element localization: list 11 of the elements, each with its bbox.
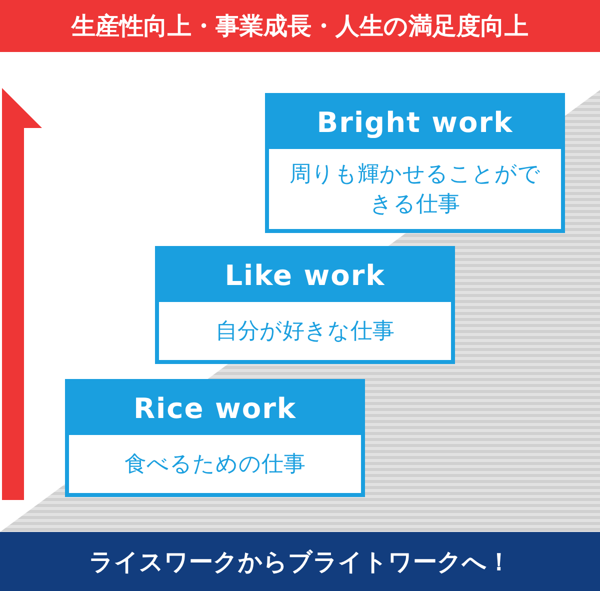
footer-banner: ライスワークからブライトワークへ！ bbox=[0, 532, 600, 591]
step-description: 周りも輝かせることができる仕事 bbox=[289, 161, 541, 219]
step-heading: Like work bbox=[159, 250, 451, 302]
step-heading: Rice work bbox=[69, 383, 361, 435]
step-heading: Bright work bbox=[269, 97, 561, 149]
step-description: 自分が好きな仕事 bbox=[216, 318, 394, 346]
step-card bbox=[155, 246, 455, 364]
step-description: 食べるための仕事 bbox=[124, 451, 306, 479]
step-card bbox=[65, 379, 365, 497]
title-banner: 生産性向上・事業成長・人生の満足度向上 bbox=[0, 0, 600, 52]
step-card bbox=[265, 93, 565, 233]
